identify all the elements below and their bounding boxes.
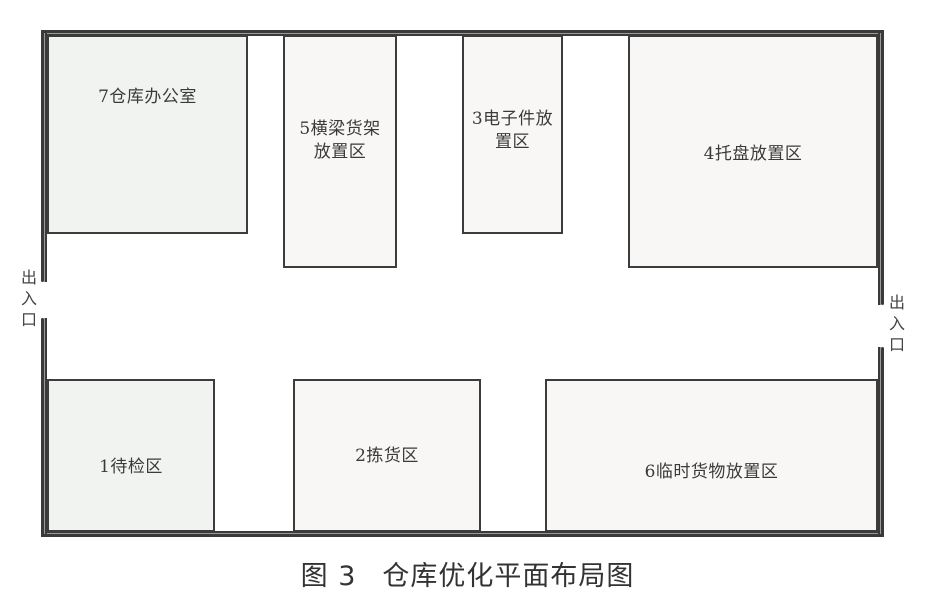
- wall-left-lower-inner: [45, 318, 47, 534]
- zone-5-beam-rack: 5横梁货架 放置区: [283, 35, 397, 268]
- zone-label: 2拣货区: [295, 445, 479, 468]
- wall-right-upper-outer: [881, 30, 884, 305]
- zone-label-line: 6临时货物放置区: [644, 462, 779, 482]
- zone-label-line: 放置区: [313, 142, 367, 162]
- exit-char: 出: [888, 293, 905, 312]
- zone-label-line: 置区: [495, 132, 530, 152]
- zone-4-pallet: 4托盘放置区: [628, 35, 878, 268]
- wall-left-upper-gap: [44, 33, 45, 282]
- figure-title: 仓库优化平面布局图: [382, 561, 635, 592]
- wall-top-outer: [41, 30, 884, 33]
- exit-char: 入: [20, 289, 37, 308]
- zone-label: 4托盘放置区: [630, 143, 876, 166]
- left-exit-label: 出 入 口: [20, 267, 38, 330]
- figure-number: 图 3: [300, 561, 357, 592]
- wall-bottom-outer: [41, 534, 884, 537]
- zone-1-inspection: 1待检区: [47, 379, 215, 532]
- wall-right-upper-gap: [880, 33, 881, 305]
- wall-left-lower-outer: [41, 318, 44, 537]
- exit-char: 口: [20, 310, 37, 329]
- exit-char: 口: [888, 335, 905, 354]
- wall-left-upper-outer: [41, 30, 44, 282]
- zone-2-picking: 2拣货区: [293, 379, 481, 532]
- zone-label: 5横梁货架 放置区: [285, 118, 395, 164]
- wall-right-lower-outer: [881, 347, 884, 537]
- exit-char: 出: [20, 268, 37, 287]
- wall-top-gap: [44, 33, 881, 34]
- wall-bottom-inner: [44, 531, 881, 533]
- zone-label-line: 3电子件放: [471, 109, 554, 129]
- zone-label: 6临时货物放置区: [547, 461, 876, 484]
- wall-right-upper-inner: [878, 33, 880, 305]
- wall-bottom-gap: [44, 533, 881, 534]
- zone-6-temporary-storage: 6临时货物放置区: [545, 379, 878, 532]
- zone-label-line: 4托盘放置区: [703, 144, 803, 164]
- right-exit-label: 出 入 口: [888, 292, 906, 355]
- wall-left-lower-gap: [44, 318, 45, 534]
- wall-right-lower-inner: [878, 347, 880, 534]
- zone-3-electronics: 3电子件放 置区: [462, 35, 563, 234]
- zone-7-office: 7仓库办公室: [47, 35, 248, 234]
- zone-label-line: 1待检区: [99, 457, 163, 477]
- zone-label: 7仓库办公室: [49, 86, 246, 109]
- figure-caption: 图 3 仓库优化平面布局图: [0, 554, 935, 593]
- zone-label-line: 7仓库办公室: [98, 87, 197, 107]
- zone-label-line: 5横梁货架: [299, 119, 381, 139]
- zone-label-line: 2拣货区: [355, 446, 419, 466]
- zone-label: 3电子件放 置区: [464, 108, 561, 154]
- zone-label: 1待检区: [49, 456, 213, 479]
- wall-left-upper-inner: [45, 33, 47, 282]
- exit-char: 入: [888, 314, 905, 333]
- wall-right-lower-gap: [880, 347, 881, 534]
